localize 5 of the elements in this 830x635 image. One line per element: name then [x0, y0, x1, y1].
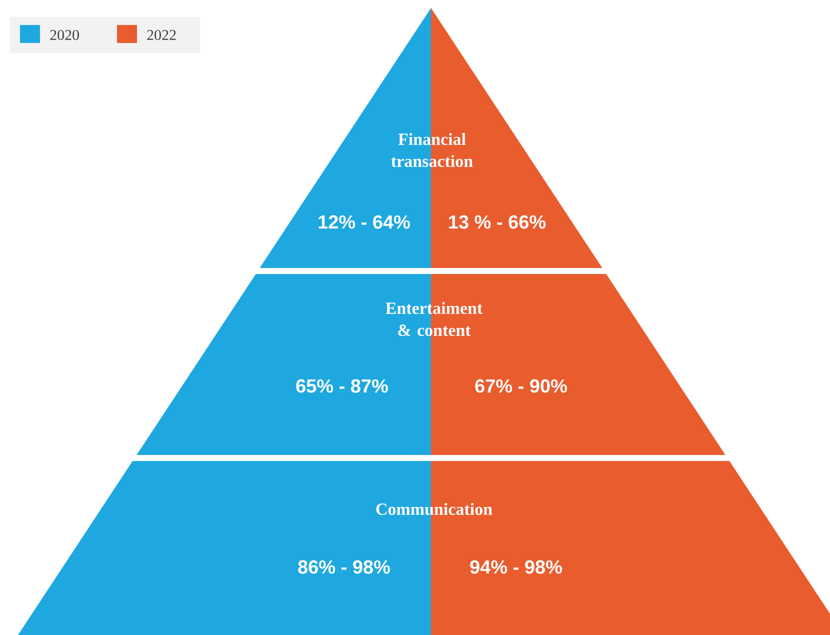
legend-label: 2020 — [50, 30, 79, 40]
node-label: 94% - 98% — [470, 560, 562, 574]
node-label: 12% - 64% — [318, 215, 410, 229]
legend-label: 2022 — [147, 30, 176, 40]
node-label: 67% - 90% — [475, 379, 567, 393]
